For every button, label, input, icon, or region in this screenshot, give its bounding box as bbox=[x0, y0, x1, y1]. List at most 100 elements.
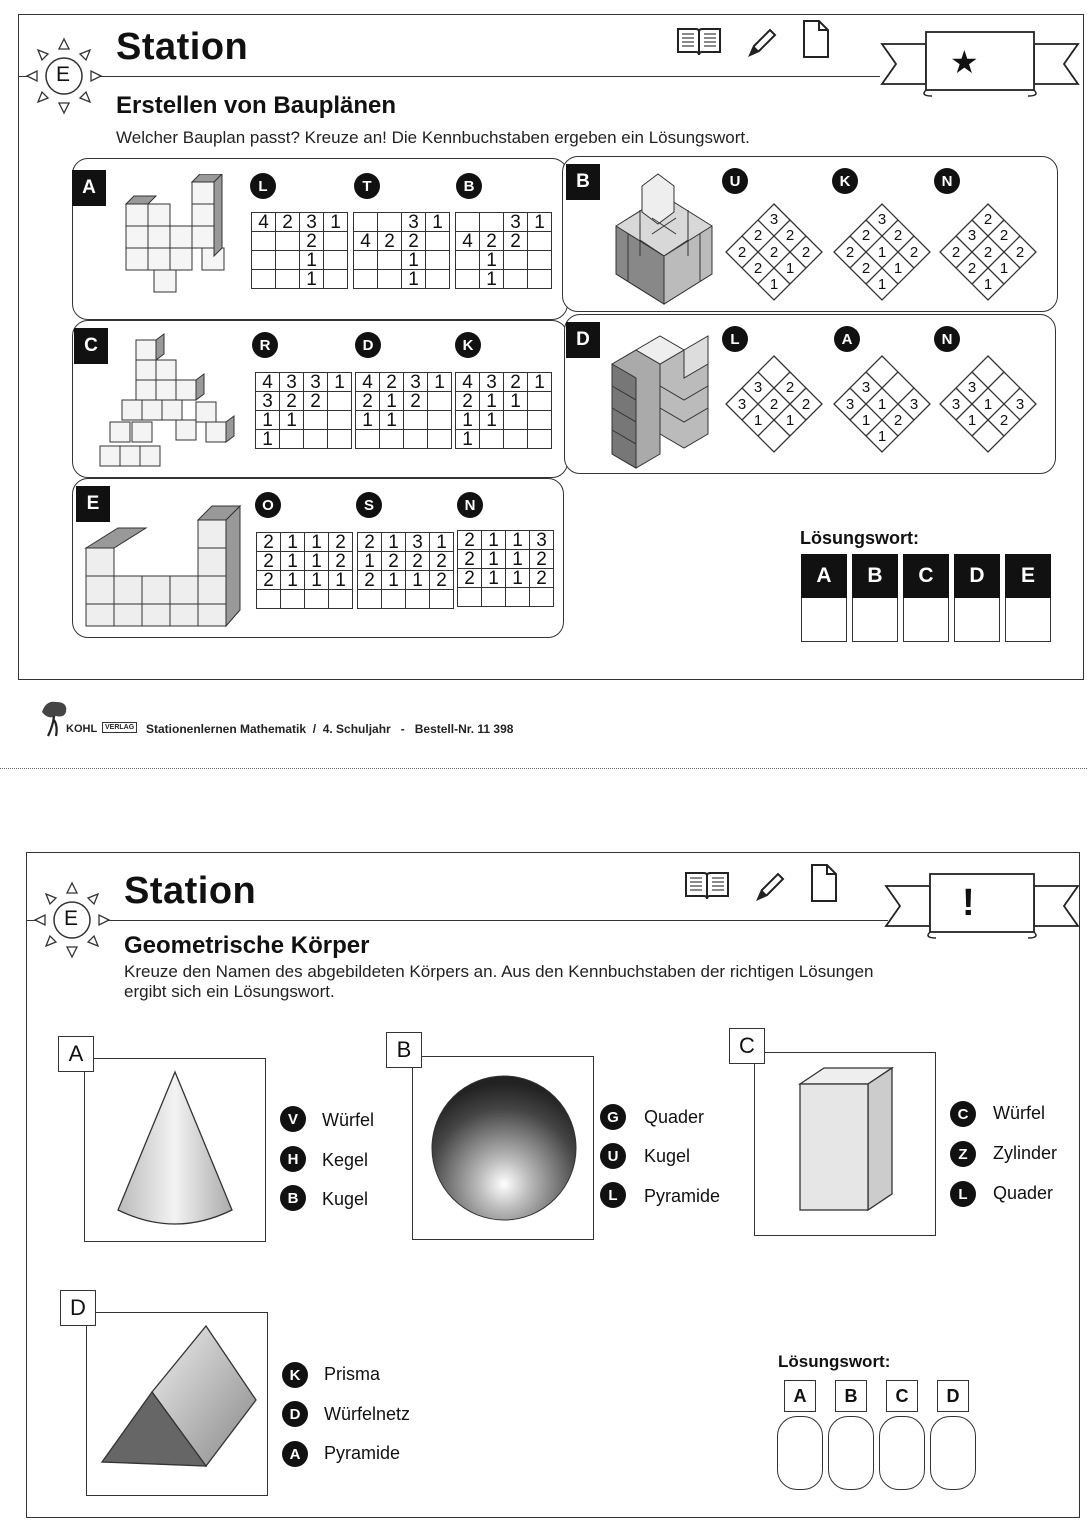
option-dot-d[interactable]: D bbox=[355, 332, 381, 358]
option-dot-v[interactable]: V bbox=[280, 1106, 306, 1132]
option-dot-l[interactable]: L bbox=[950, 1181, 976, 1207]
ribbon-symbol: ★ bbox=[950, 44, 979, 80]
diamond-plan-a[interactable]: 3 3 1 3 1 2 1 bbox=[830, 352, 934, 456]
option-dot-s[interactable]: S bbox=[356, 492, 382, 518]
option-dot-u[interactable]: U bbox=[600, 1143, 626, 1169]
option-dot-a[interactable]: A bbox=[834, 326, 860, 352]
cell: 2 bbox=[894, 412, 902, 429]
station-title: Station bbox=[116, 26, 249, 68]
cell: 1 bbox=[878, 396, 886, 413]
cell: 1 bbox=[878, 428, 886, 445]
cell: 3 bbox=[862, 379, 870, 396]
card-left-rule bbox=[18, 76, 28, 77]
option-dot-k[interactable]: K bbox=[282, 1362, 308, 1388]
cell: 1 bbox=[968, 412, 976, 429]
option-dot-b[interactable]: B bbox=[456, 173, 482, 199]
option-dot-g[interactable]: G bbox=[600, 1104, 626, 1130]
item-label-d: D bbox=[60, 1290, 96, 1326]
cell: 2 bbox=[802, 396, 810, 413]
solution-label: Lösungswort: bbox=[778, 1352, 891, 1371]
cell: 2 bbox=[786, 227, 794, 244]
option-text: Quader bbox=[993, 1183, 1054, 1203]
solution-box-b[interactable]: B bbox=[852, 554, 898, 642]
option-dot-n[interactable]: N bbox=[457, 492, 483, 518]
diamond-plan-l[interactable]: 3 2 3 2 2 1 1 bbox=[722, 352, 826, 456]
option-dot-k[interactable]: K bbox=[455, 332, 481, 358]
cell: 1 bbox=[786, 260, 794, 277]
option-dot-d[interactable]: D bbox=[282, 1401, 308, 1427]
option-dot-o[interactable]: O bbox=[255, 492, 281, 518]
cell: 3 bbox=[770, 211, 778, 228]
diamond-plan-k[interactable]: 3 2 2 2 1 2 2 1 1 bbox=[830, 200, 934, 304]
cell: 2 bbox=[952, 244, 960, 261]
card-header-rule bbox=[100, 76, 880, 77]
solution-field-b[interactable] bbox=[828, 1416, 874, 1490]
option-dot-r[interactable]: R bbox=[252, 332, 278, 358]
option-dot-t[interactable]: T bbox=[354, 173, 380, 199]
cell: 1 bbox=[894, 260, 902, 277]
option-dot-z[interactable]: Z bbox=[950, 1141, 976, 1167]
diamond-plan-n[interactable]: 2 3 2 2 2 2 2 1 1 bbox=[936, 200, 1040, 304]
sun-badge-icon bbox=[25, 37, 103, 115]
ribbon-banner-icon bbox=[880, 31, 1080, 97]
solution-box-d[interactable]: D bbox=[954, 554, 1000, 642]
option-dot-u[interactable]: U bbox=[722, 168, 748, 194]
option-dot-n[interactable]: N bbox=[934, 168, 960, 194]
sun-badge-icon bbox=[33, 881, 111, 959]
panel-tag: C bbox=[74, 328, 108, 364]
option-text: Pyramide bbox=[644, 1186, 721, 1206]
cell: 2 bbox=[754, 260, 762, 277]
option-dot-a[interactable]: A bbox=[282, 1441, 308, 1467]
option-dot-c[interactable]: C bbox=[950, 1101, 976, 1127]
cell: 2 bbox=[770, 244, 778, 261]
solution-box-c[interactable]: C bbox=[903, 554, 949, 642]
option-dot-h[interactable]: H bbox=[280, 1146, 306, 1172]
cell: 1 bbox=[984, 276, 992, 293]
cell: 3 bbox=[1016, 396, 1024, 413]
cube-structure-image bbox=[99, 333, 235, 467]
solution-field-a[interactable] bbox=[777, 1416, 823, 1490]
cell: 2 bbox=[862, 260, 870, 277]
option-text: Würfelnetz bbox=[324, 1404, 411, 1424]
option-dot-b[interactable]: B bbox=[280, 1185, 306, 1211]
solution-field-d[interactable] bbox=[930, 1416, 976, 1490]
book-icon bbox=[677, 28, 721, 56]
card-bauplaene bbox=[18, 14, 1084, 680]
cell: 2 bbox=[738, 244, 746, 261]
cell: 1 bbox=[1000, 260, 1008, 277]
option-text: Kugel bbox=[322, 1189, 369, 1209]
panel-tag: D bbox=[566, 322, 600, 358]
diamond-plan-n[interactable]: 3 3 1 3 1 2 bbox=[936, 352, 1040, 456]
item-label-a: A bbox=[58, 1036, 94, 1072]
option-dot-l[interactable]: L bbox=[250, 173, 276, 199]
option-dot-l[interactable]: L bbox=[722, 326, 748, 352]
solution-field-c[interactable] bbox=[879, 1416, 925, 1490]
book-icon bbox=[685, 872, 729, 900]
solution-label: Lösungswort: bbox=[800, 528, 919, 548]
option-text: Pyramide bbox=[324, 1443, 401, 1463]
instruction-line-2: ergibt sich ein Lösungswort. bbox=[124, 982, 335, 1001]
cell: 3 bbox=[846, 396, 854, 413]
option-dot-k[interactable]: K bbox=[832, 168, 858, 194]
option-dot-n[interactable]: N bbox=[934, 326, 960, 352]
cell: 2 bbox=[802, 244, 810, 261]
solution-letter-a: A bbox=[784, 1380, 816, 1412]
option-text: Würfel bbox=[993, 1103, 1046, 1123]
option-dot-l[interactable]: L bbox=[600, 1182, 626, 1208]
instruction-line-1: Kreuze den Namen des abgebildeten Körper… bbox=[124, 962, 874, 981]
solution-box-e[interactable]: E bbox=[1005, 554, 1051, 642]
cell: 1 bbox=[862, 412, 870, 429]
solution-box-a[interactable]: A bbox=[801, 554, 847, 642]
diamond-plan-u[interactable]: 3 2 2 2 2 2 2 1 1 bbox=[722, 200, 826, 304]
cell: 1 bbox=[786, 412, 794, 429]
subtitle: Geometrische Körper bbox=[124, 932, 370, 959]
